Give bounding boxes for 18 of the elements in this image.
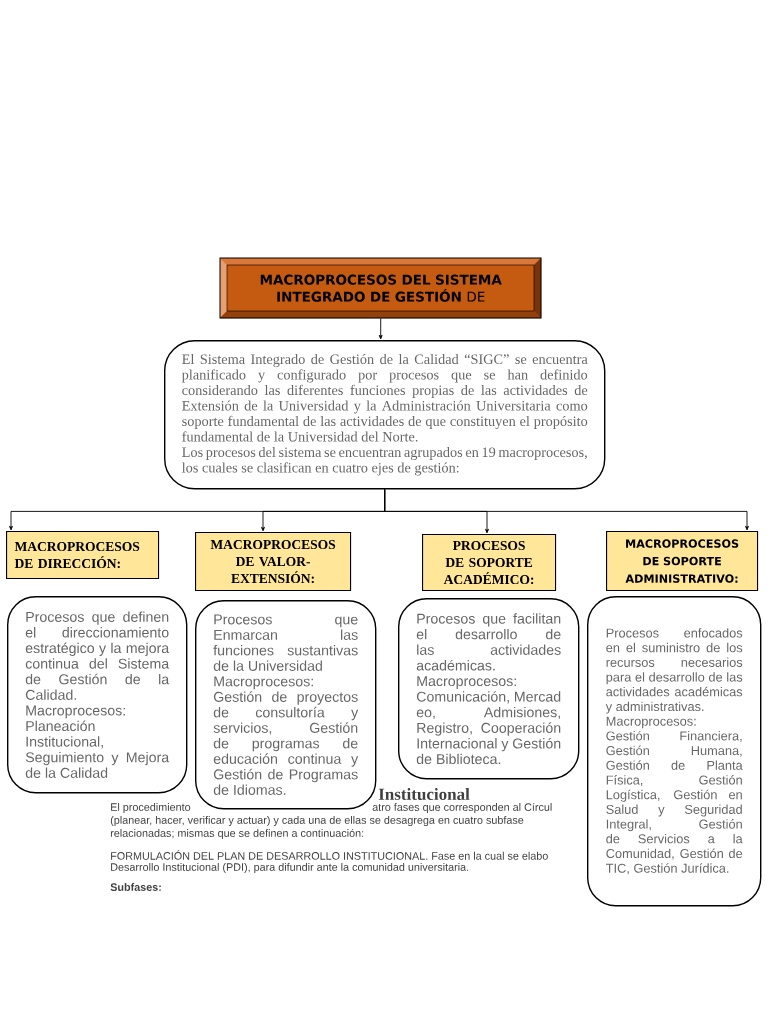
description-box: El Sistema Integrado de Gestión de la Calidad “SIGC” se encuentra planificado y configurado por procesos que se han definido considerando las diferentes funciones propias de las actividades de Extensión de la Universidad y la Administración Universitaria como soporte fundamental de las actividades de que constituyen el propósito fundamental de la Universidad del Norte. Los procesos del sistema se encuentran agrupados en 19 macroprocesos, los cuales se clasifican en cuatro ejes de gestión:: [164, 340, 606, 490]
category-header: PROCESOS DE SOPORTE ACADÉMICO:: [422, 534, 557, 592]
body-text: Desarrollo Institucional (PDI), para difundir ante la comunidad universitaria.: [111, 863, 469, 874]
body-text: FORMULACIÓN DEL PLAN DE DESARROLLO INSTITUCIONAL. Fase en la cual se elabo: [111, 850, 548, 860]
body-text: El procedimiento: [111, 803, 191, 814]
category-header: MACROPROCESOS DE SOPORTE ADMINISTRATIVO:: [606, 531, 759, 592]
subheading: Subfases:: [110, 883, 161, 891]
category-header: MACROPROCESOS DE VALOR-EXTENSIÓN:: [195, 532, 352, 592]
connector-arrow: [384, 488, 749, 531]
category-header: MACROPROCESOS DE DIRECCIÓN:: [6, 531, 160, 580]
body-text: (planear, hacer, verificar y actuar) y cada una de ellas se desagrega en cuatro subfase: [110, 816, 524, 827]
connector-arrow: [378, 317, 383, 340]
description-box: Procesos enfocados en el suministro de los recursos necesarios para el desarrollo de las actividades académicas y administrativas. Macroprocesos: Gestión Financiera, Gestión Humana, Gestión de Planta Física, Gestión Logística, Gestión en Salud y Seguridad Integral, Gestión de Servicios a la Comunidad, Gestión de TIC, Gestión Jurídica.: [587, 596, 762, 907]
description-box: Procesos que facilitan el desarrollo de las actividades académicas. Macroprocesos: Comunicación, Mercad eo, Admisiones, Registro, Cooperación Internacional y Gestión de Biblioteca.: [398, 598, 580, 780]
description-box: Procesos que definen el direccionamiento estratégico y la mejora continua del Sistema de Gestión de la Calidad. Macroprocesos: Planeación Institucional, Seguimiento y Mejora de la Calidad: [7, 596, 188, 794]
section-heading: Institucional: [378, 788, 470, 800]
body-text: relacionadas; mismas que se definen a continuación:: [110, 828, 364, 840]
title-banner: MACROPROCESOS DEL SISTEMA INTEGRADO DE GESTIÓN DE: [219, 257, 542, 319]
